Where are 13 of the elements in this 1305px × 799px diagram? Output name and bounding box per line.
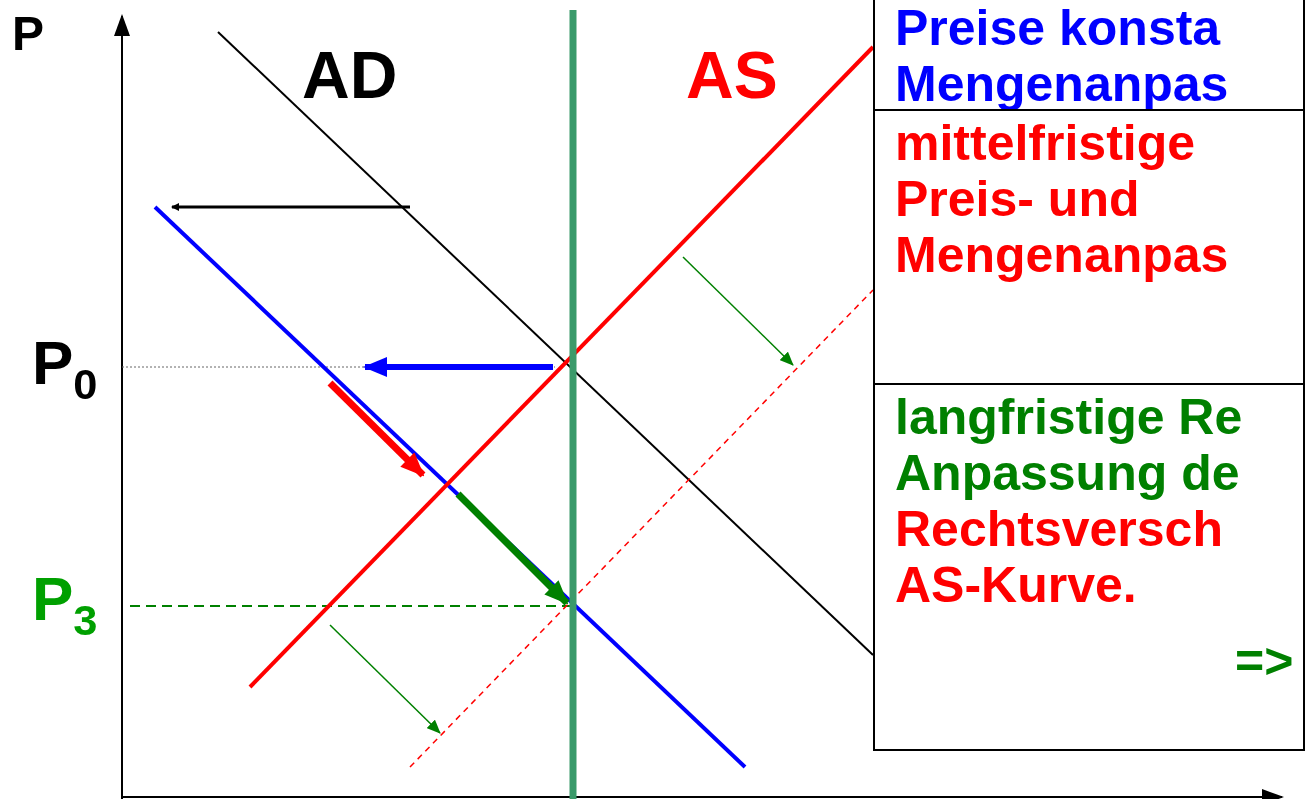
text-panel: [873, 109, 1305, 385]
curve-label: AS: [686, 42, 778, 108]
text-panel: [873, 383, 1305, 751]
panel-text: =>: [1235, 633, 1294, 689]
price-label: P$_{3}$: [32, 568, 98, 643]
panel-text: mittelfristige Preis- und Mengenanpas: [895, 115, 1230, 283]
price-label: P$_{0}$: [32, 332, 98, 407]
panel-text: Preise konsta Mengenanpas: [895, 0, 1230, 112]
text-panel: [873, 0, 1305, 111]
panel-text: Rechtsversch AS-Kurve.: [895, 501, 1224, 613]
curve-label: AD: [302, 42, 398, 108]
axis-label: P: [12, 10, 44, 58]
panel-text: langfristige Re Anpassung de: [895, 389, 1244, 501]
